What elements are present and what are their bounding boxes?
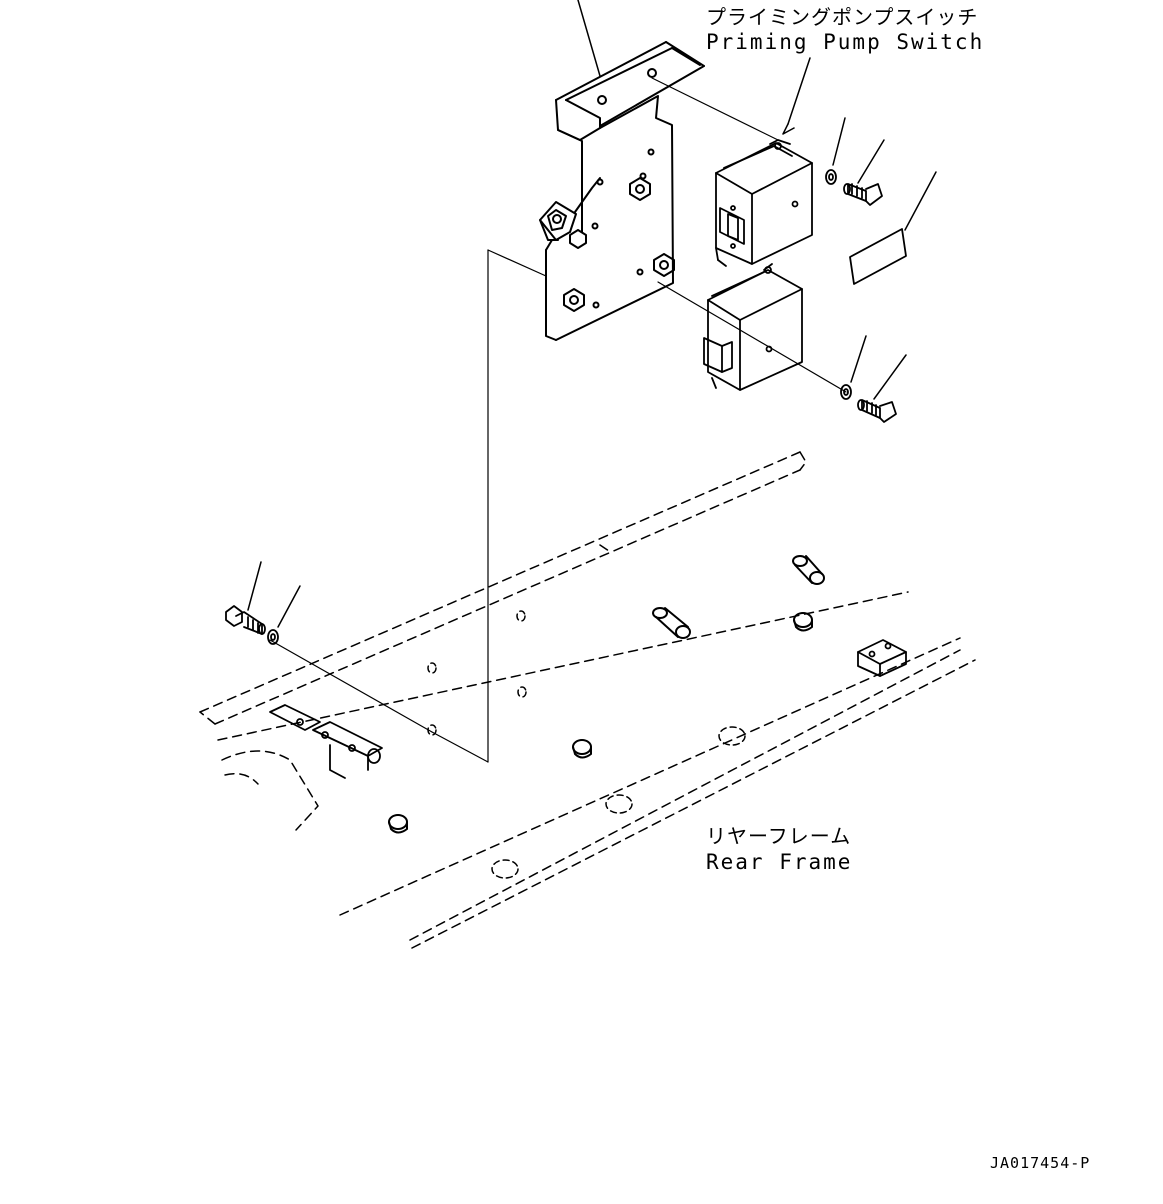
- boss-5: [389, 815, 407, 833]
- drawing-code: JA017454-P: [990, 1154, 1091, 1172]
- label-plate: [850, 229, 906, 284]
- leader-lines: [248, 0, 936, 627]
- frame-bosses: [389, 556, 824, 833]
- bolt-lower: [858, 400, 896, 422]
- mounting-bracket: [540, 42, 704, 340]
- washer-left: [268, 630, 278, 644]
- bolt-upper: [844, 184, 882, 205]
- boss-2: [653, 608, 690, 638]
- boss-4: [573, 740, 591, 758]
- rear-frame-label-jp: リヤーフレーム: [706, 824, 852, 848]
- priming-pump-switch: [716, 140, 812, 266]
- rear-frame-label-en: Rear Frame: [706, 850, 853, 874]
- boss-3: [794, 613, 812, 631]
- washer-lower: [841, 385, 851, 399]
- bolt-left: [226, 606, 265, 634]
- priming-pump-switch-label-en: Priming Pump Switch: [706, 30, 985, 54]
- washers: [268, 170, 851, 644]
- washer-upper: [826, 170, 836, 184]
- frame-block: [858, 640, 906, 676]
- boss-1: [793, 556, 824, 584]
- priming-pump-switch-label-jp: プライミングポンプスイッチ: [706, 5, 979, 29]
- alignment-lines: [270, 78, 846, 762]
- bolts: [226, 184, 896, 634]
- hinge-bracket: [270, 705, 382, 778]
- lower-switch-box: [704, 264, 802, 390]
- rear-frame: [200, 452, 975, 948]
- rear-frame-holes: [428, 611, 745, 878]
